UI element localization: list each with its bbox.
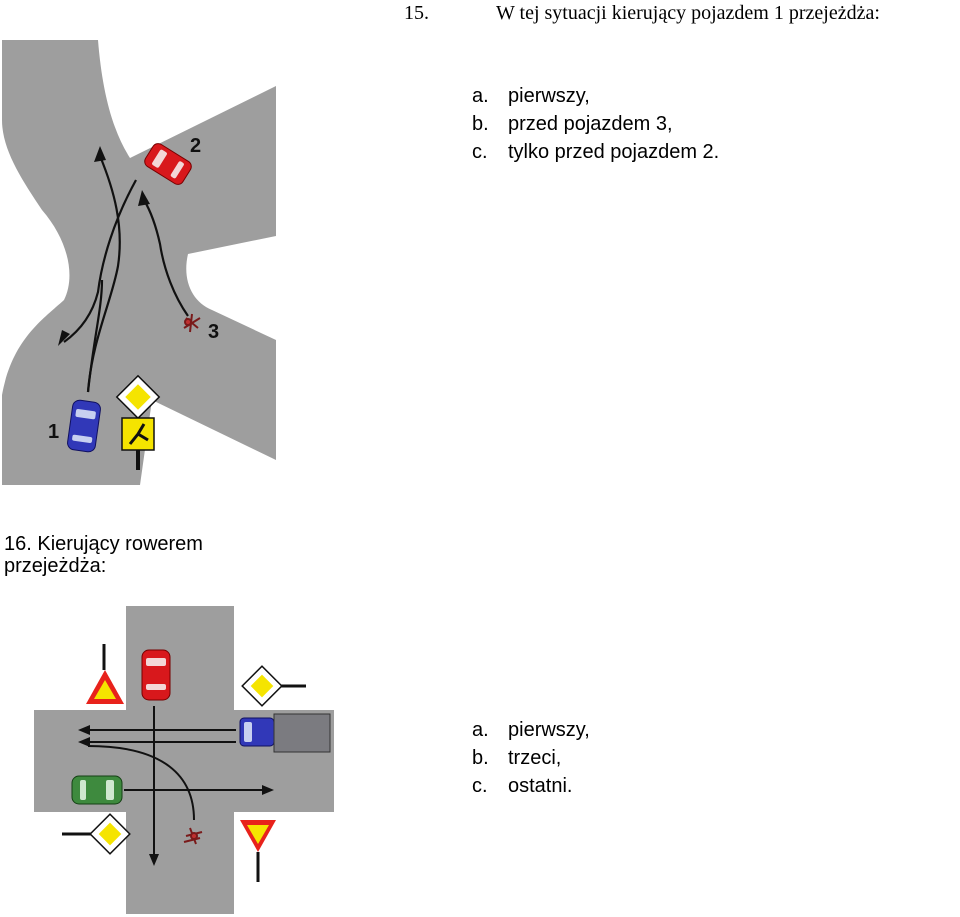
arrowhead-down (149, 854, 159, 866)
answer-item: a.pierwszy, (472, 85, 590, 107)
road-surface (2, 40, 276, 485)
arrow-vehicle-2-path (63, 179, 137, 343)
truck (239, 713, 331, 753)
question-16-title: 16. Kierujący rowerem przejeżdża: (4, 533, 203, 577)
answer-item: b.przed pojazdem 3, (472, 113, 673, 135)
movement-arrows (63, 155, 189, 393)
intersection-figure-15: 2 3 1 (2, 40, 276, 485)
movement-arrows (84, 706, 268, 858)
answer-item: c.tylko przed pojazdem 2. (472, 141, 720, 163)
answer-item: c.ostatni. (472, 775, 573, 797)
vehicle-1-blue-car (67, 399, 101, 453)
question-15-title: 15. W tej sytuacji kierujący pojazdem 1 p… (404, 2, 880, 25)
question-16-answers: a.pierwszy, b.trzeci, c.ostatni. (472, 716, 590, 800)
arrowhead-up-1 (94, 146, 106, 162)
question-15-text: W tej sytuacji kierujący pojazdem 1 prze… (496, 2, 880, 24)
arrow-vehicle-1-left (86, 279, 104, 393)
arrow-cyclist-left-turn (87, 745, 195, 821)
priority-sign-top-right (241, 665, 306, 707)
cyclist-icon (183, 827, 203, 845)
yield-sign-top-left (86, 644, 124, 704)
vehicle-3-cyclist-icon (183, 313, 201, 333)
arrow-vehicle-1-straight (86, 155, 121, 393)
question-15-answers: a.pierwszy, b.przed pojazdem 3, c.tylko … (472, 82, 719, 166)
answer-item: a.pierwszy, (472, 719, 590, 741)
arrowhead-down-left (58, 330, 70, 346)
green-car (71, 775, 123, 805)
priority-road-sign (115, 374, 161, 470)
road-surface (34, 606, 334, 914)
yield-sign-bottom-right (240, 820, 276, 882)
intersection-figure-16 (34, 606, 334, 914)
vehicle-label-1: 1 (48, 421, 59, 443)
red-car (141, 649, 171, 701)
arrowhead-left-1 (78, 725, 90, 735)
answer-item: b.trzeci, (472, 747, 562, 769)
arrowhead-up-2 (138, 190, 150, 206)
arrowhead-right (262, 785, 274, 795)
arrowhead-left-2 (78, 737, 90, 747)
priority-sign-bottom-left (62, 813, 131, 855)
vehicle-2-red-car (144, 143, 192, 185)
vehicle-label-2: 2 (190, 135, 201, 157)
question-15-number: 15. (404, 2, 429, 24)
vehicle-label-3: 3 (208, 321, 219, 343)
arrow-vehicle-3-path (143, 199, 189, 317)
